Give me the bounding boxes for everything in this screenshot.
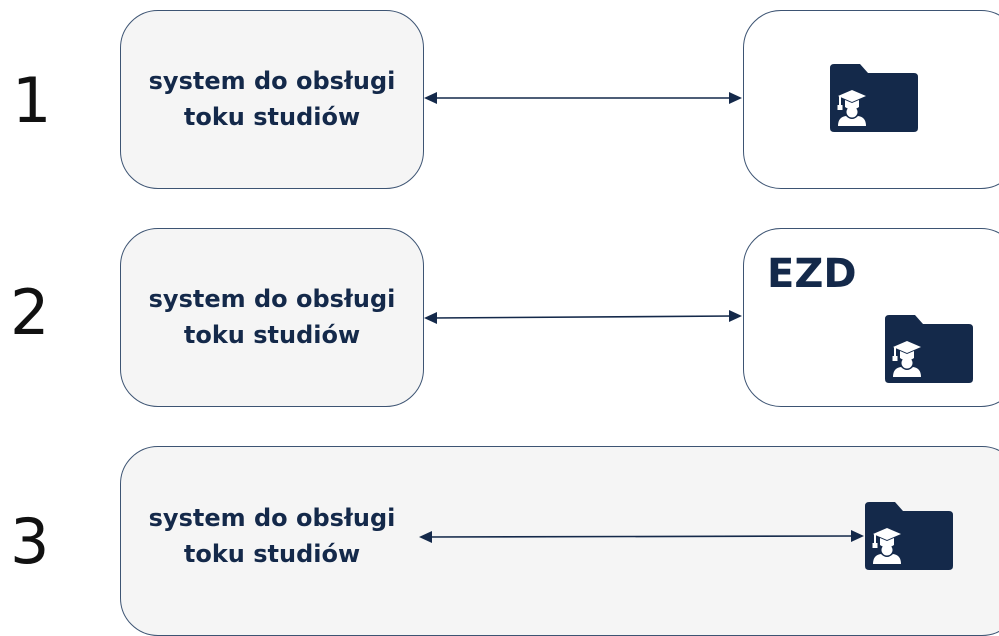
ezd-label: EZD xyxy=(767,251,857,297)
row-number-1: 1 xyxy=(12,64,52,137)
system-label-line-2: toku studiów xyxy=(183,321,361,349)
system-label-line-1: system do obsługi xyxy=(148,285,396,313)
row-number-3: 3 xyxy=(10,505,50,578)
double-arrow-row-2 xyxy=(424,310,742,324)
double-arrow-row-1 xyxy=(424,92,742,104)
system-label-row-3: system do obsługi toku studiów xyxy=(122,500,422,572)
student-folder-icon xyxy=(830,64,918,132)
student-folder-icon xyxy=(865,502,953,570)
student-folder-icon xyxy=(885,315,973,383)
system-label-line-2: toku studiów xyxy=(183,540,361,568)
system-label-line-2: toku studiów xyxy=(183,103,361,131)
system-box-row-2 xyxy=(120,228,424,407)
double-arrow-row-3 xyxy=(419,530,864,543)
system-label-row-1: system do obsługi toku studiów xyxy=(122,63,422,135)
system-label-line-1: system do obsługi xyxy=(148,67,396,95)
system-box-row-1 xyxy=(120,10,424,189)
system-label-line-1: system do obsługi xyxy=(148,504,396,532)
row-number-2: 2 xyxy=(10,276,50,349)
system-label-row-2: system do obsługi toku studiów xyxy=(122,281,422,353)
